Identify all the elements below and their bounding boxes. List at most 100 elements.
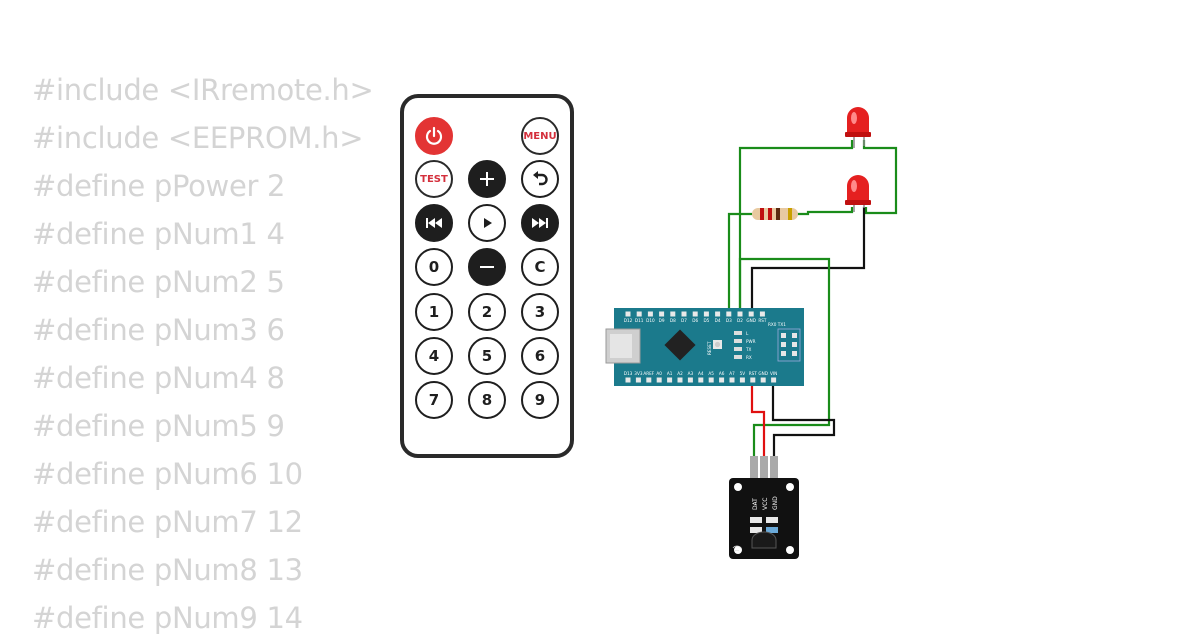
code-line: #define pNum7 12 [32, 505, 303, 539]
bottom-pin-pad [646, 377, 652, 383]
code-line: #define pNum6 10 [32, 457, 303, 491]
code-line: #define pNum8 13 [32, 553, 303, 587]
bottom-pin-label: A4 [698, 371, 704, 376]
top-pin-label: D9 [659, 318, 665, 323]
bottom-pin-label: GND [758, 371, 768, 376]
wire-ir-dat [738, 257, 831, 460]
led-label-pwr: PWR [746, 339, 756, 344]
top-pin-pad [703, 311, 709, 317]
return-icon [533, 171, 548, 186]
top-pin-label: GND [746, 318, 756, 323]
power-icon [425, 126, 443, 145]
bottom-pin-pad [677, 377, 683, 383]
play-icon [484, 218, 492, 228]
reset-label: RESET [707, 341, 712, 355]
top-pin-pad [748, 311, 754, 317]
top-pin-label: D10 [646, 318, 655, 323]
top-pin-pad [659, 311, 665, 317]
top-pin-pad [726, 311, 732, 317]
rxtx-label: RX0 TX1 [768, 322, 786, 327]
digit-6-button[interactable]: 6 [521, 337, 559, 375]
plus-button[interactable] [468, 160, 506, 198]
top-pin-pad [636, 311, 642, 317]
bottom-pin-pad [708, 377, 714, 383]
next-button[interactable] [521, 204, 559, 242]
top-pin-pad [681, 311, 687, 317]
wire-led1-anode [738, 140, 854, 312]
bottom-pin-label: 3V3 [634, 371, 643, 376]
clear-button[interactable]: C [521, 248, 559, 286]
microcontroller-chip [664, 329, 696, 361]
rewind-icon [426, 218, 442, 228]
plus-icon [480, 172, 494, 186]
bottom-pin-pad [656, 377, 662, 383]
top-pin-label: D5 [703, 318, 709, 323]
code-line: #define pNum2 5 [32, 265, 285, 299]
bottom-pin-label: A5 [708, 371, 714, 376]
bottom-pin-label: RST [749, 371, 758, 376]
bottom-pin-pad [739, 377, 745, 383]
top-pin-label: D7 [681, 318, 687, 323]
ir-pin-label-dat: DAT [752, 498, 759, 510]
previous-button[interactable] [415, 204, 453, 242]
wires [727, 140, 898, 460]
bottom-pin-pad [771, 377, 777, 383]
bottom-pin-label: A1 [667, 371, 673, 376]
fast-forward-icon [532, 218, 548, 228]
power-button[interactable] [415, 117, 453, 155]
code-line: #define pNum4 8 [32, 361, 285, 395]
minus-button[interactable] [468, 248, 506, 286]
wire-led-gnd [750, 207, 866, 312]
digit-7-button[interactable]: 7 [415, 381, 453, 419]
bottom-pin-pad [760, 377, 766, 383]
code-line: #include <EEPROM.h> [32, 121, 364, 155]
wire-ir-vcc [750, 380, 766, 460]
bottom-pin-label: A3 [688, 371, 694, 376]
code-line: #define pNum9 14 [32, 601, 303, 635]
top-pin-pad [715, 311, 721, 317]
led-label-l: L [746, 331, 749, 336]
digit-5-button[interactable]: 5 [468, 337, 506, 375]
digit-2-button[interactable]: 2 [468, 293, 506, 331]
play-button[interactable] [468, 204, 506, 242]
ir-pin-label-gnd: GND [772, 496, 779, 510]
test-button[interactable]: TEST [415, 160, 453, 198]
top-pin-label: D12 [624, 318, 633, 323]
bottom-pin-pad [687, 377, 693, 383]
bottom-pin-pad [719, 377, 725, 383]
top-pin-pad [647, 311, 653, 317]
minus-icon [480, 266, 494, 268]
digit-3-button[interactable]: 3 [521, 293, 559, 331]
wire-resistor-right [796, 207, 854, 216]
bottom-pin-pad [625, 377, 631, 383]
digit-4-button[interactable]: 4 [415, 337, 453, 375]
top-pin-pad [692, 311, 698, 317]
digit-0-button[interactable]: 0 [415, 248, 453, 286]
top-pin-label: D2 [737, 318, 743, 323]
top-pin-pad [670, 311, 676, 317]
ir-pin-label-vcc: VCC [762, 498, 769, 510]
digit-1-button[interactable]: 1 [415, 293, 453, 331]
top-pin-pad [737, 311, 743, 317]
top-pin-label: D8 [670, 318, 676, 323]
top-pin-label: D6 [692, 318, 698, 323]
digit-8-button[interactable]: 8 [468, 381, 506, 419]
digit-9-button[interactable]: 9 [521, 381, 559, 419]
wire-led1-cathode [862, 140, 898, 215]
bottom-pin-label: A6 [719, 371, 725, 376]
ir-receiver-module: DAT VCC GND [729, 456, 799, 559]
bottom-pin-pad [667, 377, 673, 383]
menu-button[interactable]: MENU [521, 117, 559, 155]
bottom-pin-label: D13 [624, 371, 633, 376]
back-button[interactable] [521, 160, 559, 198]
bottom-pin-pad [698, 377, 704, 383]
bottom-pin-label: 5V [740, 371, 746, 376]
code-line: #include <IRremote.h> [32, 73, 374, 107]
led-2 [845, 175, 871, 212]
led-label-tx: TX [745, 347, 752, 352]
bottom-pin-label: AREF [643, 371, 654, 376]
